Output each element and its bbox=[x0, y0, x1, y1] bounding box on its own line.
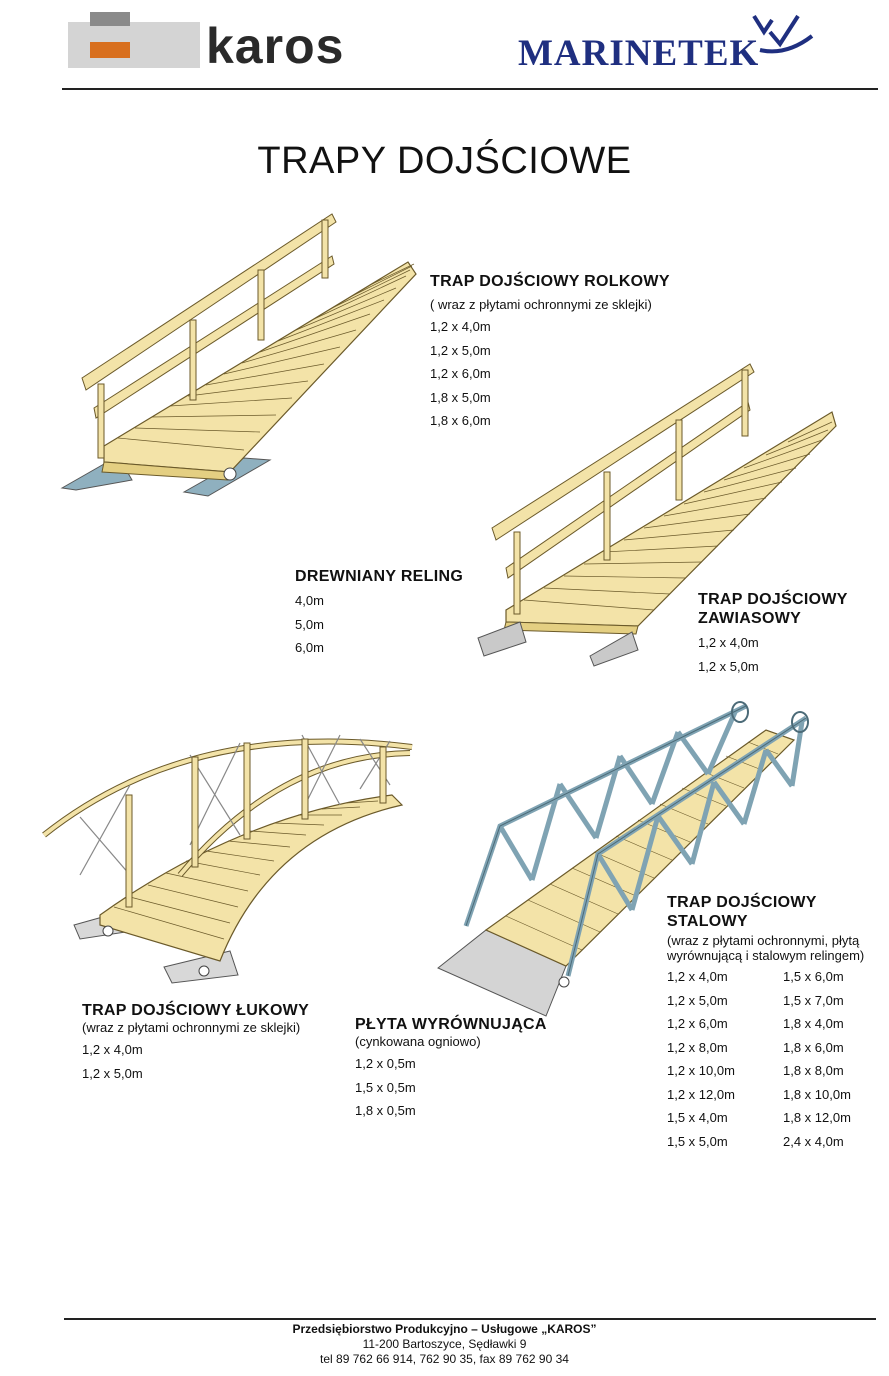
rolkowy-info: TRAP DOJŚCIOWY ROLKOWY ( wraz z płytami … bbox=[430, 272, 670, 433]
rolkowy-note: ( wraz z płytami ochronnymi ze sklejki) bbox=[430, 297, 652, 312]
stalowy-heading-line2: STALOWY bbox=[667, 913, 748, 930]
stalowy-note-line1: (wraz z płytami ochronnymi, płytą bbox=[667, 933, 860, 948]
stalowy-size-list-col1: 1,2 x 4,0m 1,2 x 5,0m 1,2 x 6,0m 1,2 x 8… bbox=[667, 965, 783, 1153]
list-item: 6,0m bbox=[295, 640, 324, 655]
list-item: 1,2 x 0,5m bbox=[355, 1056, 416, 1071]
list-item: 1,5 x 4,0m bbox=[667, 1110, 728, 1125]
karos-logo-text: karos bbox=[206, 18, 345, 74]
list-item: 1,2 x 4,0m bbox=[698, 635, 759, 650]
zawiasowy-size-list: 1,2 x 4,0m 1,2 x 5,0m bbox=[698, 631, 848, 678]
list-item: 1,8 x 4,0m bbox=[783, 1016, 844, 1031]
lukowy-note: (wraz z płytami ochronnymi ze sklejki) bbox=[82, 1020, 301, 1035]
footer-contact: tel 89 762 66 914, 762 90 35, fax 89 762… bbox=[320, 1352, 569, 1366]
list-item: 1,2 x 5,0m bbox=[430, 342, 491, 358]
list-item: 1,5 x 6,0m bbox=[783, 969, 844, 984]
list-item: 1,2 x 5,0m bbox=[698, 658, 759, 674]
stalowy-heading-line1: TRAP DOJŚCIOWY bbox=[667, 894, 817, 911]
karos-logo: karos bbox=[68, 12, 368, 74]
list-item: 1,8 x 8,0m bbox=[783, 1063, 844, 1078]
reling-size-list: 4,0m 5,0m 6,0m bbox=[295, 589, 463, 660]
plyta-info: PŁYTA WYRÓWNUJĄCA (cynkowana ogniowo) 1,… bbox=[355, 1015, 547, 1123]
lukowy-info: TRAP DOJŚCIOWY ŁUKOWY (wraz z płytami oc… bbox=[82, 1001, 309, 1085]
footer: Przedsiębiorstwo Produkcyjno – Usługowe … bbox=[0, 1322, 889, 1367]
stalowy-size-list-col2: 1,5 x 6,0m 1,5 x 7,0m 1,8 x 4,0m 1,8 x 6… bbox=[783, 965, 851, 1153]
karos-logo-bar-orange bbox=[90, 42, 130, 58]
list-item: 1,8 x 0,5m bbox=[355, 1103, 416, 1118]
list-item: 1,2 x 8,0m bbox=[667, 1039, 728, 1055]
reling-heading: DREWNIANY RELING bbox=[295, 568, 464, 585]
rolkowy-size-list: 1,2 x 4,0m 1,2 x 5,0m 1,2 x 6,0m 1,8 x 5… bbox=[430, 315, 670, 433]
page-title: TRAPY DOJŚCIOWE bbox=[257, 140, 632, 182]
footer-divider bbox=[64, 1318, 876, 1320]
stalowy-gangway-illustration bbox=[437, 701, 809, 1017]
stalowy-note-line2: wyrównującą i stalowym relingem) bbox=[667, 948, 865, 963]
karos-logo-box bbox=[68, 22, 200, 68]
list-item: 1,8 x 12,0m bbox=[783, 1110, 851, 1125]
marinetek-logo: MARINETEK bbox=[518, 10, 818, 76]
marinetek-wave-icon bbox=[752, 14, 814, 54]
list-item: 4,0m bbox=[295, 593, 324, 608]
list-item: 1,8 x 6,0m bbox=[430, 413, 491, 428]
list-item: 1,8 x 6,0m bbox=[783, 1039, 844, 1055]
zawiasowy-heading-line2: ZAWIASOWY bbox=[698, 610, 802, 627]
lukowy-heading: TRAP DOJŚCIOWY ŁUKOWY bbox=[82, 1002, 310, 1019]
list-item: 1,8 x 5,0m bbox=[430, 389, 491, 405]
list-item: 1,2 x 4,0m bbox=[82, 1042, 143, 1057]
plyta-note: (cynkowana ogniowo) bbox=[355, 1034, 481, 1049]
header-divider bbox=[62, 88, 878, 90]
list-item: 2,4 x 4,0m bbox=[783, 1133, 844, 1149]
list-item: 1,2 x 12,0m bbox=[667, 1086, 735, 1102]
list-item: 1,2 x 10,0m bbox=[667, 1063, 735, 1078]
list-item: 1,2 x 5,0m bbox=[667, 992, 728, 1008]
marinetek-logo-text: MARINETEK bbox=[518, 33, 760, 74]
zawiasowy-gangway-illustration bbox=[477, 363, 837, 667]
rolkowy-heading: TRAP DOJŚCIOWY ROLKOWY bbox=[430, 273, 670, 290]
list-item: 5,0m bbox=[295, 616, 324, 632]
reling-info: DREWNIANY RELING 4,0m 5,0m 6,0m bbox=[295, 567, 463, 660]
list-item: 1,2 x 6,0m bbox=[667, 1016, 728, 1031]
lukowy-size-list: 1,2 x 4,0m 1,2 x 5,0m bbox=[82, 1038, 309, 1085]
plyta-heading: PŁYTA WYRÓWNUJĄCA bbox=[355, 1016, 547, 1033]
list-item: 1,8 x 10,0m bbox=[783, 1086, 851, 1102]
rolkowy-gangway-illustration bbox=[60, 213, 417, 497]
list-item: 1,2 x 6,0m bbox=[430, 366, 491, 381]
plyta-size-list: 1,2 x 0,5m 1,5 x 0,5m 1,8 x 0,5m bbox=[355, 1052, 547, 1123]
list-item: 1,2 x 4,0m bbox=[430, 319, 491, 334]
list-item: 1,5 x 7,0m bbox=[783, 992, 844, 1008]
zawiasowy-info: TRAP DOJŚCIOWY ZAWIASOWY 1,2 x 4,0m 1,2 … bbox=[698, 590, 848, 678]
footer-address: 11-200 Bartoszyce, Sędławki 9 bbox=[362, 1337, 527, 1351]
list-item: 1,5 x 0,5m bbox=[355, 1079, 416, 1095]
list-item: 1,5 x 5,0m bbox=[667, 1133, 728, 1149]
lukowy-gangway-illustration bbox=[42, 734, 413, 984]
karos-logo-bar-grey bbox=[90, 12, 130, 26]
zawiasowy-heading-line1: TRAP DOJŚCIOWY bbox=[698, 591, 848, 608]
list-item: 1,2 x 4,0m bbox=[667, 969, 728, 984]
footer-company: Przedsiębiorstwo Produkcyjno – Usługowe … bbox=[292, 1322, 597, 1336]
stalowy-info: TRAP DOJŚCIOWY STALOWY (wraz z płytami o… bbox=[667, 893, 864, 1153]
stalowy-size-table: 1,2 x 4,0m 1,2 x 5,0m 1,2 x 6,0m 1,2 x 8… bbox=[667, 965, 864, 1153]
list-item: 1,2 x 5,0m bbox=[82, 1065, 143, 1081]
